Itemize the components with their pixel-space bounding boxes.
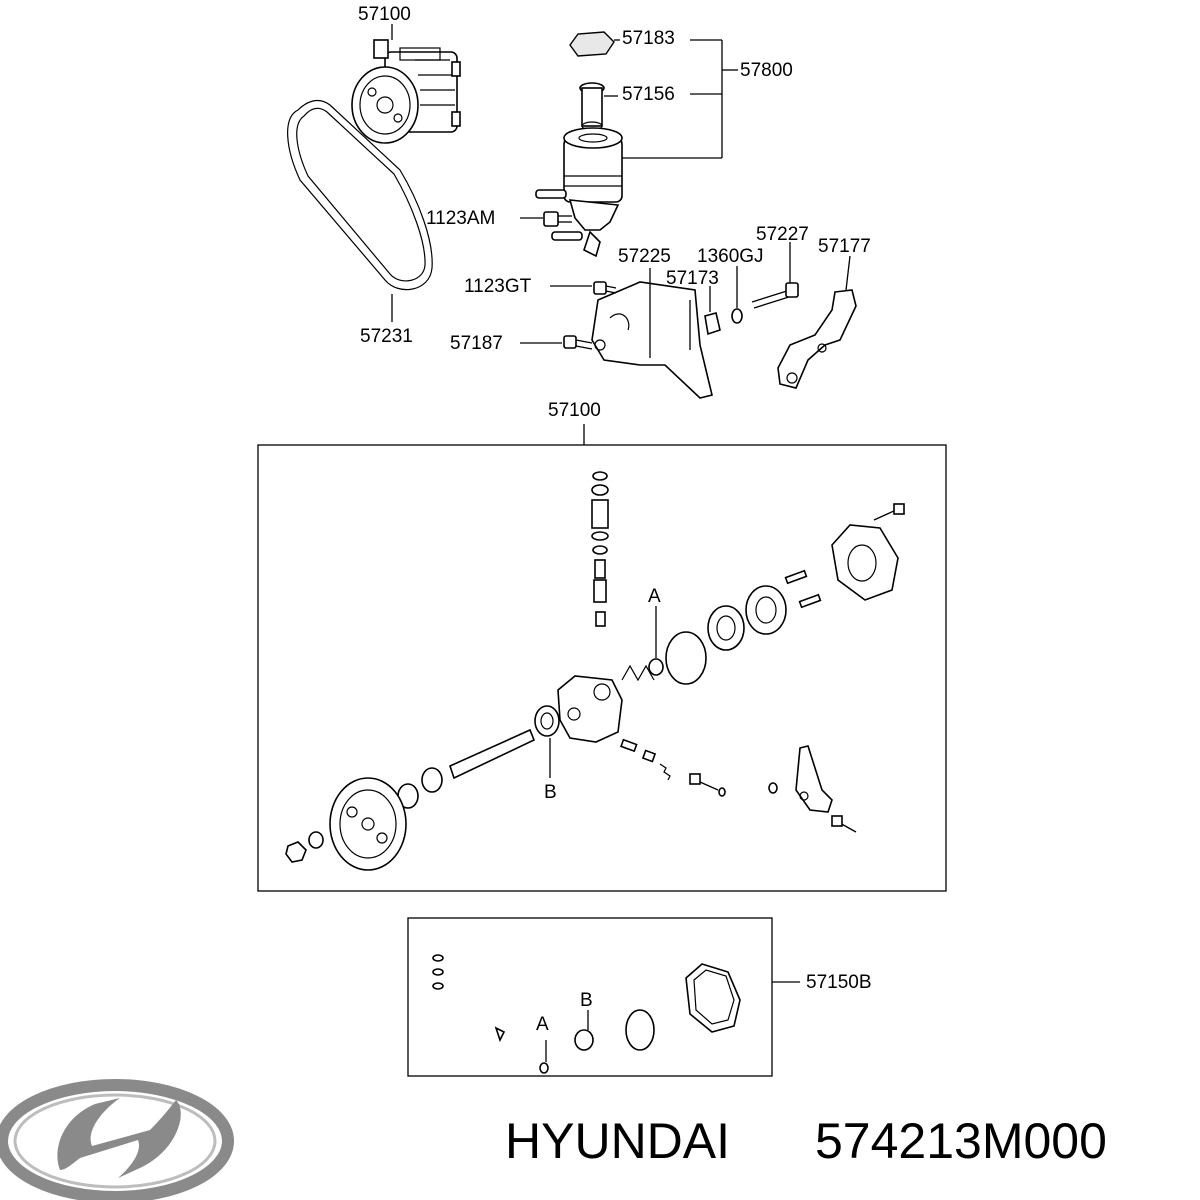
label-57227: 57227	[756, 224, 809, 245]
label-1123am: 1123AM	[426, 208, 495, 229]
reservoir-filter	[579, 82, 605, 131]
label-57225: 57225	[618, 246, 671, 267]
drive-belt	[287, 99, 433, 291]
marker-b: B	[544, 782, 557, 803]
kit-marker-a: A	[536, 1014, 549, 1035]
label-57173: 57173	[666, 268, 719, 289]
washer-1360gj	[731, 308, 743, 324]
oil-reservoir	[535, 127, 623, 258]
brand-name: HYUNDAI	[505, 1113, 730, 1169]
bolt-57187	[563, 335, 593, 350]
pump-exploded-parts	[285, 471, 905, 871]
bolt-1123gt	[593, 281, 617, 295]
label-57187: 57187	[450, 333, 503, 354]
label-57150b: 57150B	[806, 972, 872, 993]
pump-assembly-box	[257, 444, 947, 892]
assembly-bracket-57800	[622, 39, 738, 159]
kit-marker-b: B	[580, 990, 593, 1011]
support-bracket-57177	[777, 289, 857, 389]
label-57156: 57156	[622, 84, 675, 105]
clip-57173	[704, 312, 721, 336]
power-steering-pump	[351, 39, 461, 144]
label-57800: 57800	[740, 60, 793, 81]
label-57231: 57231	[360, 326, 413, 347]
part-number: 574213M000	[815, 1113, 1107, 1169]
label-57100-assy: 57100	[548, 400, 601, 421]
marker-a: A	[648, 586, 661, 607]
leader-57177	[845, 255, 851, 291]
bolt-57227	[751, 282, 799, 309]
reservoir-cap	[569, 31, 615, 57]
label-57177: 57177	[818, 236, 871, 257]
hyundai-logo	[0, 1079, 234, 1200]
bolt-1123am	[543, 211, 572, 227]
pump-bracket	[591, 281, 713, 399]
label-57100-top: 57100	[358, 4, 411, 25]
label-57183: 57183	[622, 28, 675, 49]
label-1360gj: 1360GJ	[697, 246, 764, 267]
label-1123gt: 1123GT	[464, 276, 532, 297]
kit-parts	[432, 954, 741, 1074]
kit-box	[407, 917, 773, 1077]
